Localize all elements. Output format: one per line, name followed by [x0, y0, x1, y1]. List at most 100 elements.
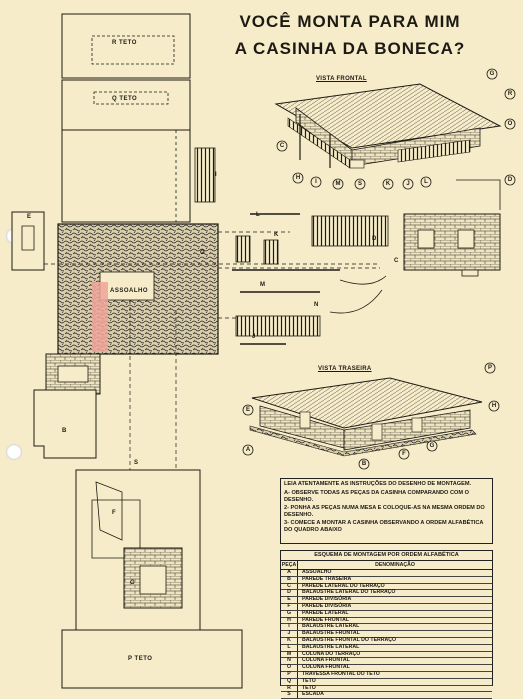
instruction-item: A- OBSERVE TODAS AS PEÇAS DA CASINHA COM…: [284, 490, 469, 503]
table-row: J BALAUSTRE FRONTAL: [281, 630, 492, 638]
cell-denominacao: ASSOALHO: [302, 569, 332, 575]
callout-letter: H: [491, 403, 497, 409]
label-piece-n: N: [314, 302, 319, 308]
table-header-row: PEÇA DENOMINAÇÃO: [281, 561, 492, 570]
table-row: C PAREDE LATERAL DO TERRAÇO: [281, 582, 492, 591]
callout-letter: I: [315, 179, 317, 185]
callout-letter: F: [402, 451, 406, 457]
cell-denominacao: COLUNA DO TERRAÇO: [302, 650, 361, 657]
back-view-house: [249, 377, 483, 457]
callout-letter: L: [424, 179, 428, 185]
rail-piece-j: [235, 315, 321, 337]
roof-piece-r: [61, 13, 191, 79]
cell-peca: J: [281, 630, 298, 637]
callout-letter: G: [489, 71, 495, 77]
wall-piece-e: [11, 211, 45, 271]
back-view-caption: VISTA TRASEIRA: [318, 366, 372, 372]
label-p-teto: P TETO: [128, 656, 153, 662]
cell-denominacao: BALAUSTRE LATERAL: [302, 643, 360, 650]
rail-piece-d: [311, 215, 389, 247]
callout-letter: S: [357, 181, 362, 187]
callout-letter: E: [245, 407, 250, 413]
instruction-item: 2- PONHA AS PEÇAS NUMA MESA E COLOQUE-AS…: [284, 505, 485, 518]
column-header-denominacao: DENOMINAÇÃO: [375, 562, 415, 568]
table-row: S ESCADA: [281, 692, 492, 699]
cell-denominacao: COLUNA FRONTAL: [302, 657, 350, 664]
label-piece-i: I: [215, 172, 218, 178]
front-view-caption: VISTA FRONTAL: [316, 76, 367, 82]
label-piece-c: C: [394, 258, 399, 264]
callout-letter: B: [361, 461, 367, 467]
cell-peca: C: [281, 583, 298, 590]
instruction-item: 3- COMECE A MONTAR A CASINHA OBSERVANDO …: [284, 520, 484, 533]
label-q-teto: Q TETO: [112, 96, 138, 102]
callout-letter: J: [406, 181, 410, 187]
table-row: K BALAUSTRE FRONTAL DO TERRAÇO: [281, 636, 492, 645]
label-piece-e: E: [27, 214, 32, 220]
cell-peca: D: [281, 590, 298, 597]
callout-letter: D: [507, 177, 513, 183]
label-piece-d: D: [372, 236, 377, 242]
cell-peca: A: [281, 569, 298, 576]
callout-letter: M: [335, 181, 341, 187]
binder-hole-bottom: [6, 444, 22, 460]
table-body: A ASSOALHO B PAREDE TRASEIRA C PAREDE LATERAL…: [281, 569, 492, 699]
assembly-table: ESQUEMA DE MONTAGEM POR ORDEM ALFABÉTICA…: [280, 550, 493, 699]
cell-denominacao: PAREDE DIVISÓRIA: [302, 596, 352, 603]
cell-denominacao: PAREDE TRASEIRA: [302, 575, 352, 582]
wall-piece-g-bottom: [123, 547, 183, 609]
callout-letter: A: [245, 447, 251, 453]
cell-peca: Q: [281, 678, 298, 685]
rail-piece-l: [235, 235, 251, 263]
roof-piece-p: [61, 629, 243, 689]
label-piece-b: B: [62, 428, 67, 434]
cell-denominacao: BALAUSTRE FRONTAL: [302, 630, 360, 637]
table-row: Q TETO: [281, 677, 492, 686]
table-row: B PAREDE TRASEIRA: [281, 575, 492, 584]
cell-peca: R: [281, 685, 298, 692]
table-title: ESQUEMA DE MONTAGEM POR ORDEM ALFABÉTICA: [281, 551, 492, 561]
cell-denominacao: PAREDE FRONTAL: [302, 616, 350, 623]
label-piece-g: G: [130, 580, 136, 586]
cell-denominacao: PAREDE LATERAL: [302, 609, 349, 616]
table-row: D BALAUSTRE LATERAL DO TERRAÇO: [281, 589, 492, 598]
wall-piece-b: [33, 389, 97, 459]
cell-denominacao: PAREDE LATERAL DO TERRAÇO: [302, 582, 385, 589]
label-piece-s: S: [134, 460, 139, 466]
cell-peca: S: [281, 692, 298, 699]
cell-denominacao: BALAUSTRE LATERAL DO TERRAÇO: [302, 589, 396, 596]
label-assoalho: ASSOALHO: [110, 288, 149, 294]
label-piece-j: J: [252, 334, 256, 340]
title-line-2: A CASINHA DA BONECA?: [234, 39, 466, 58]
callout-letter: H: [295, 175, 301, 181]
cell-denominacao: BALAUSTRE LATERAL: [302, 623, 360, 630]
table-row: R TETO: [281, 684, 492, 693]
label-piece-f: F: [112, 510, 117, 516]
cell-denominacao: BALAUSTRE FRONTAL DO TERRAÇO: [302, 636, 397, 643]
cell-denominacao: ESCADA: [302, 691, 324, 698]
label-piece-l: L: [256, 212, 261, 218]
callout-letter: C: [279, 143, 285, 149]
cell-denominacao: TETO: [302, 677, 316, 684]
cell-peca: O: [281, 664, 298, 671]
page-title: VOCÊ MONTA PARA MIM A CASINHA DA BONECA?: [200, 8, 500, 62]
side-rail-piece-i: [194, 147, 216, 203]
cell-peca: F: [281, 603, 298, 610]
cell-peca: I: [281, 624, 298, 631]
roof-piece-q: [61, 79, 191, 131]
wall-piece-g-top: [45, 353, 101, 395]
alignment-lines: [44, 231, 380, 470]
cell-peca: N: [281, 658, 298, 665]
table-row: N COLUNA FRONTAL: [281, 657, 492, 666]
cell-denominacao: TRAVESSA FRONTAL DO TETO: [302, 670, 380, 677]
cell-peca: G: [281, 610, 298, 617]
cell-peca: K: [281, 637, 298, 644]
callout-letter: O: [507, 121, 513, 127]
cell-peca: B: [281, 576, 298, 583]
cell-denominacao: TETO: [302, 684, 316, 691]
title-line-1: VOCÊ MONTA PARA MIM: [239, 12, 461, 31]
